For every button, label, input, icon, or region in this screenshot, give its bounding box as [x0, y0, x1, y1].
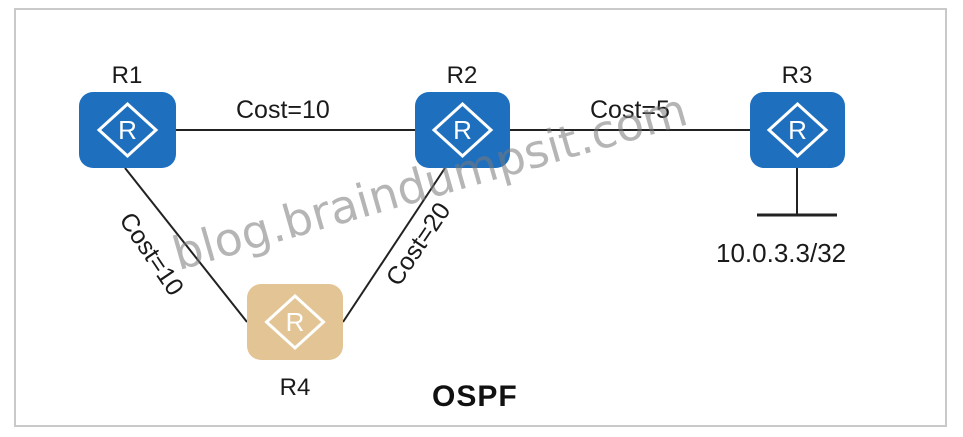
router-r4-glyph: R: [286, 307, 305, 337]
router-r1[interactable]: R: [79, 92, 176, 168]
ospf-area-label: OSPF: [432, 380, 518, 413]
router-r4-label: R4: [279, 374, 311, 401]
router-r3-glyph: R: [788, 115, 807, 145]
router-r2-label: R2: [446, 62, 478, 89]
router-r2[interactable]: R: [415, 92, 510, 168]
router-r2-glyph: R: [453, 115, 472, 145]
router-r3[interactable]: R: [750, 92, 845, 168]
router-r4[interactable]: R: [247, 284, 343, 360]
network-address-label: 10.0.3.3/32: [716, 238, 847, 268]
diagram-frame: [14, 8, 947, 427]
link-r2-r3-cost: Cost=5: [590, 96, 670, 124]
link-r2-r4: [342, 167, 446, 323]
router-r1-label: R1: [111, 62, 143, 89]
link-r1-r2-cost: Cost=10: [236, 96, 330, 124]
router-r3-label: R3: [781, 62, 813, 89]
router-r1-glyph: R: [118, 115, 137, 145]
link-r1-r4: [124, 167, 248, 323]
